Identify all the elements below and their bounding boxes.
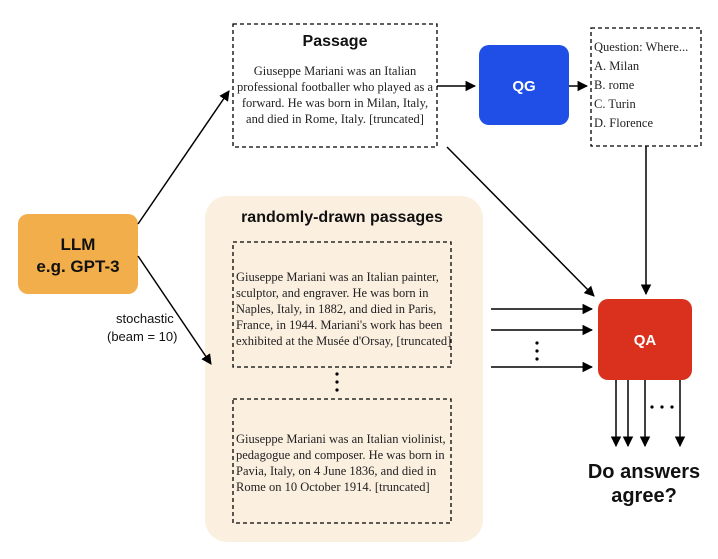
random-passage-2-line: pedagogue and composer. He was born in [236, 448, 445, 462]
random-passage-2-line: Giuseppe Mariani was an Italian violinis… [236, 432, 446, 446]
stochastic-label: stochastic [116, 311, 174, 326]
option-d: D. Florence [594, 116, 653, 130]
llm-model-label: e.g. GPT-3 [36, 257, 119, 276]
passage-line: Giuseppe Mariani was an Italian [254, 64, 417, 78]
passage-box [232, 23, 438, 148]
random-passages-group: randomly-drawn passages Giuseppe Mariani… [205, 196, 483, 542]
random-passage-1-line: France, in 1944. Mariani's work has been [236, 318, 443, 332]
vertical-ellipsis [335, 372, 339, 392]
qa-label: QA [634, 332, 657, 349]
qg-label: QG [512, 78, 535, 95]
output-ellipsis [650, 405, 674, 409]
llm-node: LLM e.g. GPT-3 [18, 214, 138, 294]
arrows [137, 80, 686, 448]
random-passage-2-line: Rome on 10 October 1914. [truncated] [236, 480, 430, 494]
arrow-ellipsis [535, 341, 539, 361]
question-box [590, 27, 702, 147]
passage-node: Passage Giuseppe Mariani was an Italian … [232, 23, 438, 148]
llm-box [18, 214, 138, 294]
qa-node: QA [598, 299, 692, 380]
beam-label: (beam = 10) [107, 329, 177, 344]
random-passage-2-box [232, 398, 452, 524]
random-passages-title: randomly-drawn passages [241, 209, 443, 226]
passage-line: professional footballer who played as a [237, 80, 434, 94]
random-passage-1-line: Naples, Italy, in 1882, and died in Pari… [236, 302, 436, 316]
llm-label: LLM [61, 235, 96, 254]
passage-line: forward. He was born in Milan, Italy, [242, 96, 428, 110]
arrow-passage-to-qa [446, 146, 595, 297]
random-passage-1-box [232, 241, 452, 368]
random-passage-1-line: sculptor, and engraver. He was born in [236, 286, 429, 300]
random-passage-1-line: Giuseppe Mariani was an Italian painter, [236, 270, 439, 284]
conclusion-line-2: agree? [611, 485, 677, 507]
option-c: C. Turin [594, 97, 636, 111]
option-b: B. rome [594, 78, 635, 92]
passage-line: and died in Rome, Italy. [truncated] [246, 112, 424, 126]
qg-box [479, 45, 569, 125]
option-a: A. Milan [594, 59, 640, 73]
passage-title: Passage [303, 33, 368, 50]
qa-box [598, 299, 692, 380]
arrow-llm-to-random-passages [137, 255, 212, 365]
random-passage-1-line: exhibited at the Musée d'Orsay, [truncat… [236, 334, 451, 348]
random-passages-panel [205, 196, 483, 542]
conclusion-line-1: Do answers [588, 461, 700, 483]
question-text: Question: Where... [594, 40, 688, 54]
random-passage-2-line: Pavia, Italy, on 4 June 1836, and died i… [236, 464, 437, 478]
question-node: Question: Where... A. Milan B. rome C. T… [590, 27, 702, 147]
qg-node: QG [479, 45, 569, 125]
arrow-llm-to-passage [137, 90, 230, 225]
